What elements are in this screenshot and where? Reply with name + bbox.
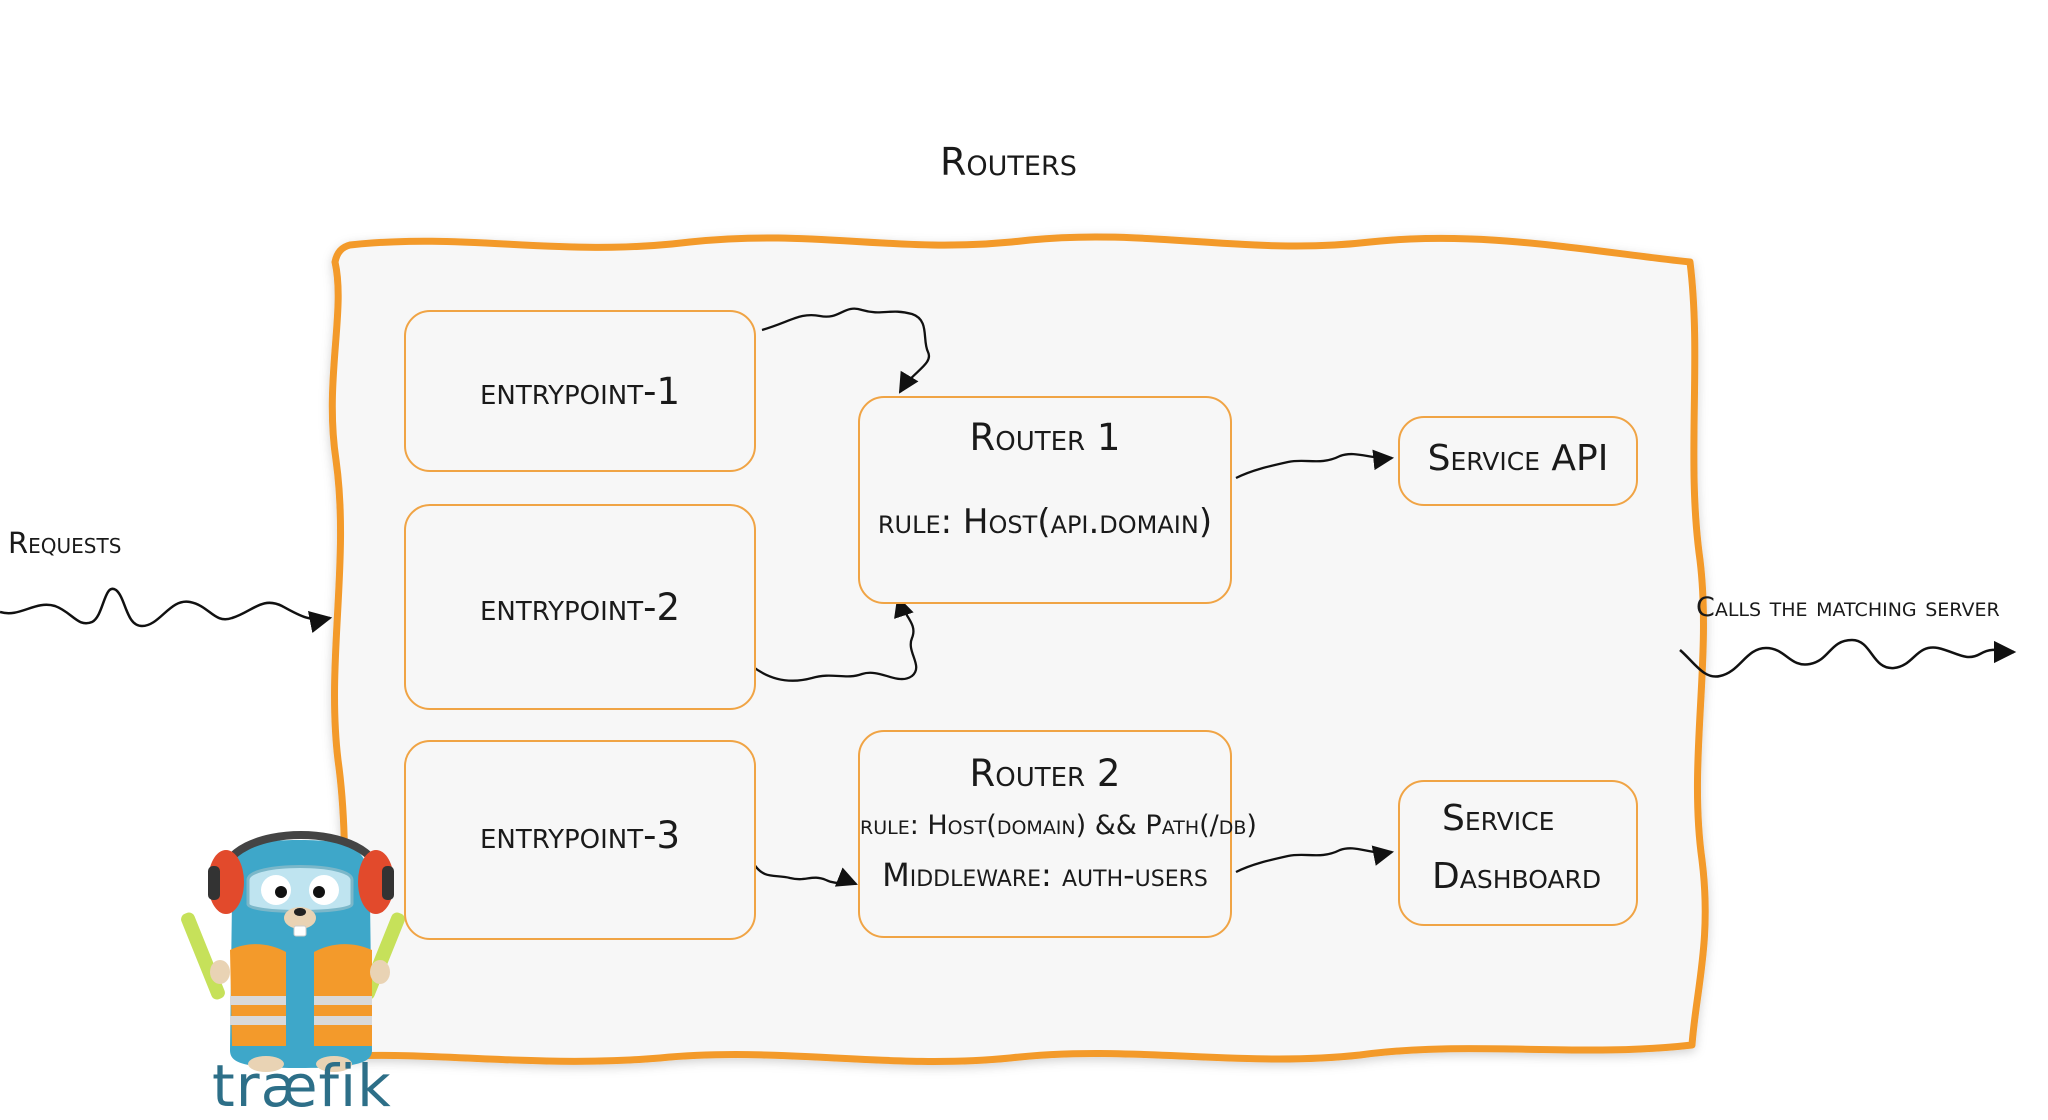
router-1-title: Router 1 (969, 416, 1121, 459)
service-dashboard-line2: Dashboard (1432, 856, 1602, 897)
gopher-mascot-icon (181, 831, 405, 1072)
router-1-box: Router 1 rule: Host(api.domain) (858, 396, 1232, 604)
service-api-label: Service API (1427, 438, 1609, 479)
entrypoint-1-label: entrypoint-1 (479, 370, 681, 413)
requests-arrow (0, 587, 333, 633)
arrow-entrypoint1-router1 (761, 307, 931, 394)
output-label: Calls the matching server (1696, 592, 2000, 623)
traefik-logo-text: træfik (212, 1052, 392, 1120)
router-1-rule: rule: Host(api.domain) (877, 502, 1213, 542)
entrypoint-3-label: entrypoint-3 (479, 814, 681, 857)
entrypoint-3-box: entrypoint-3 (404, 740, 756, 940)
router-2-box: Router 2 rule: Host(domain) && Path(/db)… (858, 730, 1257, 938)
requests-label: Requests (8, 526, 122, 560)
router-2-title: Router 2 (969, 752, 1121, 795)
service-api-box: Service API (1398, 416, 1638, 506)
arrow-entrypoint3-router2 (753, 863, 858, 887)
router-2-middleware: Middleware: auth-users (882, 856, 1208, 894)
entrypoint-2-box: entrypoint-2 (404, 504, 756, 710)
router-2-rule: rule: Host(domain) && Path(/db) (860, 810, 1257, 841)
entrypoint-2-label: entrypoint-2 (479, 586, 681, 629)
arrow-entrypoint2-router1 (751, 596, 918, 682)
output-arrow (1679, 638, 2017, 678)
diagram-title: Routers (940, 140, 1077, 184)
service-dashboard-line1: Service (1442, 798, 1555, 839)
arrow-router2-service-dashboard (1235, 845, 1395, 874)
service-dashboard-box: Service Dashboard (1398, 780, 1638, 926)
arrow-router1-service-api (1235, 449, 1395, 480)
entrypoint-1-box: entrypoint-1 (404, 310, 756, 472)
